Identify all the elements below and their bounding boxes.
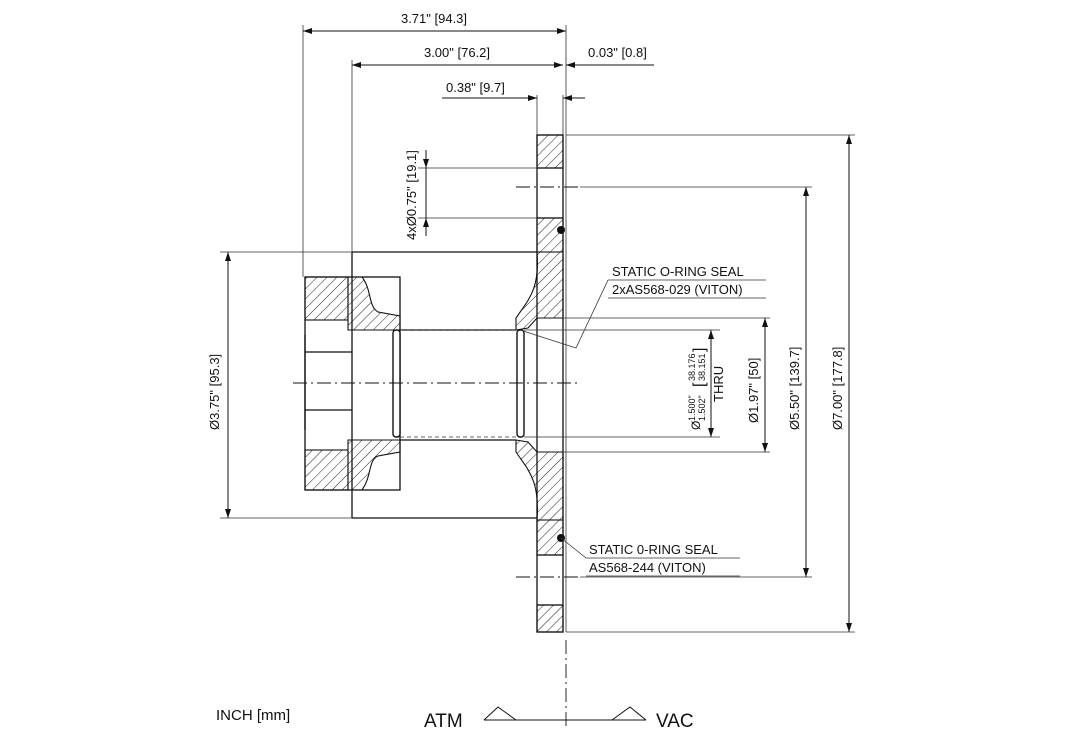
svg-text:]: ] [691,348,708,352]
dim-bolt-circle: Ø5.50" [139.7] [787,347,802,430]
dim-flange-diameter: Ø7.00" [177.8] [830,347,845,430]
dim-overall-length: 3.71" [94.3] [401,11,467,26]
dim-left-diameter: Ø3.75" [95.3] [207,354,222,430]
dim-bore-mm-top: 38.176 [687,353,697,381]
dim-body-length: 3.00" [76.2] [424,45,490,60]
callout-oring-top: STATIC O-RING SEAL 2xAS568-029 (VITON) [519,264,766,349]
flange-outline [536,134,564,633]
part-section [293,58,580,730]
dim-inner-diameter: Ø1.97" [50] [746,358,761,423]
flange-top-lower-section [536,217,564,253]
left-body-lower-profile [347,439,401,491]
callout-oring-bottom-line2: AS568-244 (VITON) [589,560,706,575]
callout-oring-bottom-line1: STATIC 0-RING SEAL [589,542,718,557]
dim-bore-in-bottom: 1.502" [697,395,707,421]
dim-gap: 0.03" [0.8] [588,45,647,60]
units-label: INCH [mm] [216,707,290,724]
left-housing-top [304,276,349,321]
dim-bore-prefix: Ø [689,421,703,430]
dim-bore-in-top: 1.500" [687,395,697,421]
dim-thru: THRU [711,366,726,402]
atm-vac-arrows [483,706,647,721]
dim-bolt-holes: 4xØ0.75" [19.1] [404,150,419,240]
vac-label: VAC [656,711,694,732]
oring-right [516,329,525,438]
flange-lower-neck-section [515,439,564,521]
dimension-lines [220,25,855,633]
callout-oring-bottom: STATIC 0-RING SEAL AS568-244 (VITON) [560,537,740,577]
oring-left [392,329,401,438]
dim-bore-mm-bottom: 38.151 [697,353,707,381]
left-body-upper-profile [347,276,401,331]
left-housing-bottom [304,449,349,491]
flange-top-section [536,134,564,169]
face-seal-top [557,226,565,234]
callout-oring-top-line2: 2xAS568-029 (VITON) [612,282,743,297]
flange-bottom-section [536,604,564,633]
atm-label: ATM [424,711,463,732]
svg-text:[: [ [691,382,708,387]
dim-bore-group: Ø 1.500" 1.502" [ 38.176 38.151 ] [687,348,708,430]
dim-flange-thickness: 0.38" [9.7] [446,80,505,95]
flange-upper-neck-section [515,251,564,331]
callout-oring-top-line1: STATIC O-RING SEAL [612,264,744,279]
